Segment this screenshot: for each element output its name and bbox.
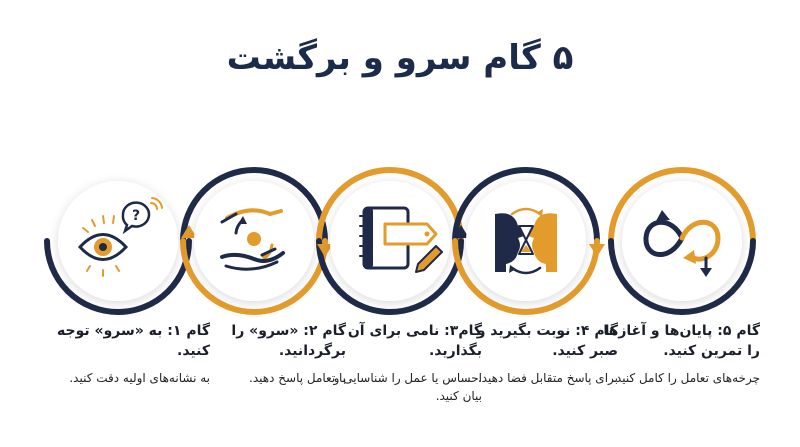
arc-4-bottom: [452, 238, 600, 315]
step-1-description: به نشانه‌های اولیه دقت کنید.: [69, 371, 210, 385]
step-5-description: چرخه‌های تعامل را کامل کنید.: [612, 371, 760, 385]
arrowhead-1: [181, 225, 197, 238]
step-3: گام۳: نامی برای آن بگذارید. احساس یا عمل…: [312, 321, 482, 405]
arrowhead-4: [589, 244, 605, 257]
cycle-arrows-icon: [643, 210, 721, 277]
step-3-description: احساس یا عمل را شناسایی و بیان کنید.: [333, 371, 482, 403]
step-5: گام ۵: پایان‌ها و آغازها را تمرین کنید. …: [590, 321, 760, 387]
step-4-description: برای پاسخ متقابل فضا دهید.: [477, 371, 618, 385]
step-5-title: گام ۵: پایان‌ها و آغازها را تمرین کنید.: [603, 323, 760, 359]
step-2: گام ۲: «سرو» را برگردانید. با تعامل پاسخ…: [176, 321, 346, 387]
arc-4-top: [452, 167, 600, 244]
eye-question-icon: ?: [77, 197, 163, 277]
svg-text:?: ?: [132, 208, 140, 224]
arc-5-bottom: [608, 238, 756, 315]
arc-1-bottom: [44, 238, 192, 315]
arrowhead-2: [317, 244, 333, 257]
step-2-description: با تعامل پاسخ دهید.: [249, 371, 346, 385]
step-1-title: گام ۱: به «سرو» توجه کنید.: [57, 323, 210, 359]
step-4: گام ۴: نوبت بگیرید و صبر کنید. برای پاسخ…: [448, 321, 618, 387]
arc-3-top: [316, 167, 464, 244]
connector-arcs: [44, 167, 756, 315]
hand-exchange-icon: [220, 208, 285, 271]
page-title: ۵ گام سرو و برگشت: [226, 38, 574, 78]
arrowhead-3: [453, 225, 469, 238]
arc-2-bottom: [180, 238, 328, 315]
faces-hourglass-icon: [495, 207, 557, 275]
step-3-title: گام۳: نامی برای آن بگذارید.: [347, 323, 482, 359]
arc-2-top: [180, 167, 328, 244]
step-1: گام ۱: به «سرو» توجه کنید. به نشانه‌های …: [40, 321, 210, 387]
arc-5-top: [608, 167, 756, 244]
arc-3-bottom: [316, 238, 464, 315]
step-4-title: گام ۴: نوبت بگیرید و صبر کنید.: [476, 323, 618, 359]
notebook-pencil-icon: [359, 206, 443, 273]
step-2-title: گام ۲: «سرو» را برگردانید.: [231, 323, 346, 359]
connector-arrowheads: [181, 225, 605, 257]
